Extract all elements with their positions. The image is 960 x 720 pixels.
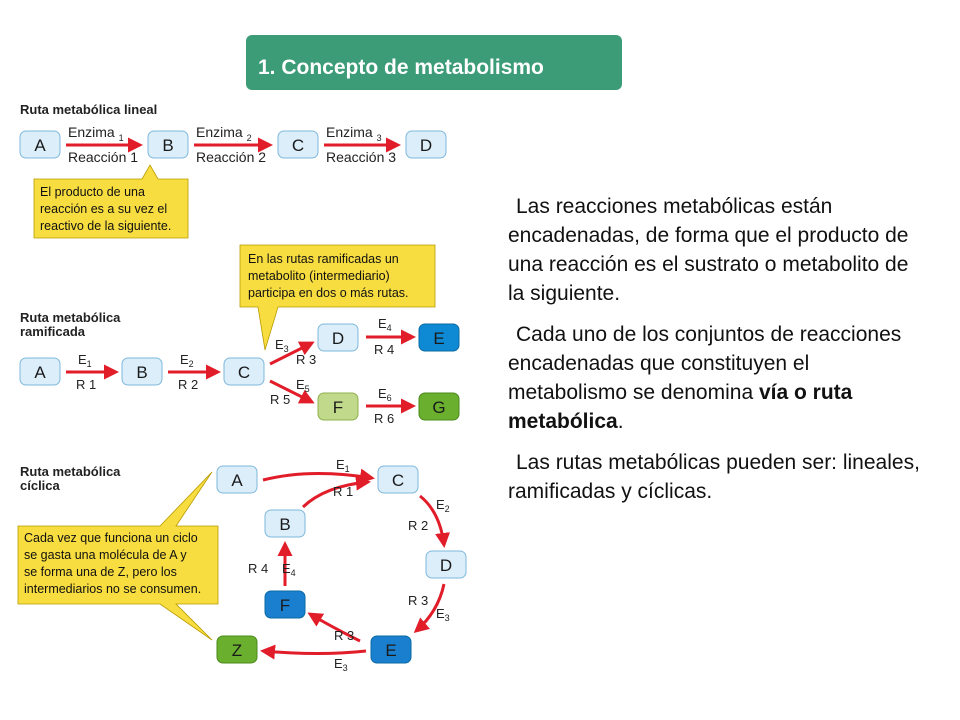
linear-reaction-2: Reacción 2 xyxy=(196,149,266,165)
linear-callout-line-1: El producto de una xyxy=(40,185,145,199)
linear-enzyme-3: Enzima 3 xyxy=(326,124,382,143)
branched-e3: E3 xyxy=(275,337,289,354)
branched-r5: R 5 xyxy=(270,392,290,407)
linear-reaction-3: Reacción 3 xyxy=(326,149,396,165)
branched-r4: R 4 xyxy=(374,342,394,357)
cyclic-r3-bottom: R 3 xyxy=(334,628,354,643)
cyclic-arrow-e-z xyxy=(260,644,367,660)
branched-e6: E6 xyxy=(378,386,392,403)
branched-e1: E1 xyxy=(78,352,92,369)
cyclic-title-2: cíclica xyxy=(20,478,61,493)
linear-node-d-box xyxy=(405,130,447,159)
branched-node-g-box xyxy=(418,392,460,421)
linear-node-d: D xyxy=(420,136,432,155)
cyclic-arrow-e-f xyxy=(307,612,361,643)
paragraph-2: Cada uno de los conjuntos de reacciones … xyxy=(508,323,902,433)
linear-title: Ruta metabólica lineal xyxy=(20,102,157,117)
cyclic-node-f: F xyxy=(280,596,290,615)
linear-callout-bubble xyxy=(33,164,189,239)
cyclic-e2: E2 xyxy=(436,497,450,514)
cyclic-r2: R 2 xyxy=(408,518,428,533)
cyclic-node-f-box xyxy=(264,590,306,619)
linear-node-b: B xyxy=(162,136,173,155)
cyclic-node-e: E xyxy=(385,641,396,660)
branched-node-f: F xyxy=(333,398,343,417)
branched-arrow-5 xyxy=(269,379,315,404)
branched-node-c-box xyxy=(223,357,265,386)
key-term: vía o ruta metabólica xyxy=(508,381,853,433)
cyclic-r3-right: R 3 xyxy=(408,593,428,608)
cyclic-r4: R 4 xyxy=(248,561,268,576)
cyclic-node-z-box xyxy=(216,635,258,664)
cyclic-node-a: A xyxy=(231,471,243,490)
cyclic-callout-line-3: se forma una de Z, pero los xyxy=(24,565,177,579)
branched-node-b: B xyxy=(136,363,147,382)
linear-node-c-box xyxy=(277,130,319,159)
cyclic-callout-line-2: se gasta una molécula de A y xyxy=(24,548,187,562)
branched-node-e-box xyxy=(418,323,460,352)
branched-callout-line-1: En las rutas ramificadas un xyxy=(248,252,399,266)
cyclic-node-b-box xyxy=(264,509,306,538)
cyclic-arrow-b-to-arc xyxy=(301,475,371,509)
cyclic-e3-bottom: E3 xyxy=(334,656,348,673)
branched-r3: R 3 xyxy=(296,352,316,367)
branched-node-b-box xyxy=(121,357,163,386)
branched-r1: R 1 xyxy=(76,377,96,392)
cyclic-node-d: D xyxy=(440,556,452,575)
paragraph-1: Las reacciones metabólicas están encaden… xyxy=(508,195,909,305)
paragraph-3: Las rutas metabólicas pueden ser: lineal… xyxy=(508,451,920,503)
explanation-text: Las reacciones metabólicas están encaden… xyxy=(508,192,928,518)
linear-enzyme-2: Enzima 2 xyxy=(196,124,252,143)
branched-callout-bubble xyxy=(239,244,436,351)
branched-node-c: C xyxy=(238,363,250,382)
cyclic-node-c: C xyxy=(392,471,404,490)
cyclic-node-e-box xyxy=(370,635,412,664)
branched-node-a-box xyxy=(19,357,61,386)
branched-node-d-box xyxy=(317,323,359,352)
branched-node-d: D xyxy=(332,329,344,348)
linear-node-a: A xyxy=(34,136,46,155)
branched-r2: R 2 xyxy=(178,377,198,392)
branched-callout-line-2: metabolito (intermediario) xyxy=(248,269,390,283)
linear-reaction-1: Reacción 1 xyxy=(68,149,138,165)
branched-r6: R 6 xyxy=(374,411,394,426)
page-title: 1. Concepto de metabolismo xyxy=(246,35,622,90)
cyclic-arrow-c-d xyxy=(419,494,450,548)
linear-callout-line-2: reacción es a su vez el xyxy=(40,202,167,216)
cyclic-node-a-box xyxy=(216,465,258,494)
cyclic-e4: E4 xyxy=(282,561,296,578)
cyclic-arrow-a-c xyxy=(262,468,375,484)
branched-e5: E5 xyxy=(296,377,310,394)
branched-arrow-3 xyxy=(269,341,315,366)
branched-node-a: A xyxy=(34,363,46,382)
branched-title-2: ramificada xyxy=(20,324,86,339)
cyclic-node-b: B xyxy=(279,515,290,534)
branched-callout-line-3: participa en dos o más rutas. xyxy=(248,286,409,300)
branched-e2: E2 xyxy=(180,352,194,369)
linear-callout-line-3: reactivo de la siguiente. xyxy=(40,219,171,233)
branched-node-f-box xyxy=(317,392,359,421)
linear-node-a-box xyxy=(19,130,61,159)
cyclic-node-c-box xyxy=(377,465,419,494)
linear-enzyme-1: Enzima 1 xyxy=(68,124,124,143)
metabolic-pathways-diagram: Ruta metabólica lineal A B C D Enzima 1 … xyxy=(17,102,467,673)
cyclic-callout-bubble xyxy=(17,471,219,641)
cyclic-callout-line-4: intermediarios no se consumen. xyxy=(24,582,201,596)
cyclic-node-d-box xyxy=(425,550,467,579)
cyclic-title-1: Ruta metabólica xyxy=(20,464,121,479)
cyclic-r1: R 1 xyxy=(333,484,353,499)
branched-node-e: E xyxy=(433,329,444,348)
cyclic-e1: E1 xyxy=(336,457,350,474)
cyclic-callout-line-1: Cada vez que funciona un ciclo xyxy=(24,531,198,545)
cyclic-node-z: Z xyxy=(232,641,242,660)
branched-title-1: Ruta metabólica xyxy=(20,310,121,325)
cyclic-e3-right: E3 xyxy=(436,606,450,623)
branched-e4: E4 xyxy=(378,316,392,333)
cyclic-arrow-d-e xyxy=(413,583,446,633)
linear-node-b-box xyxy=(147,130,189,159)
branched-node-g: G xyxy=(432,398,445,417)
linear-node-c: C xyxy=(292,136,304,155)
